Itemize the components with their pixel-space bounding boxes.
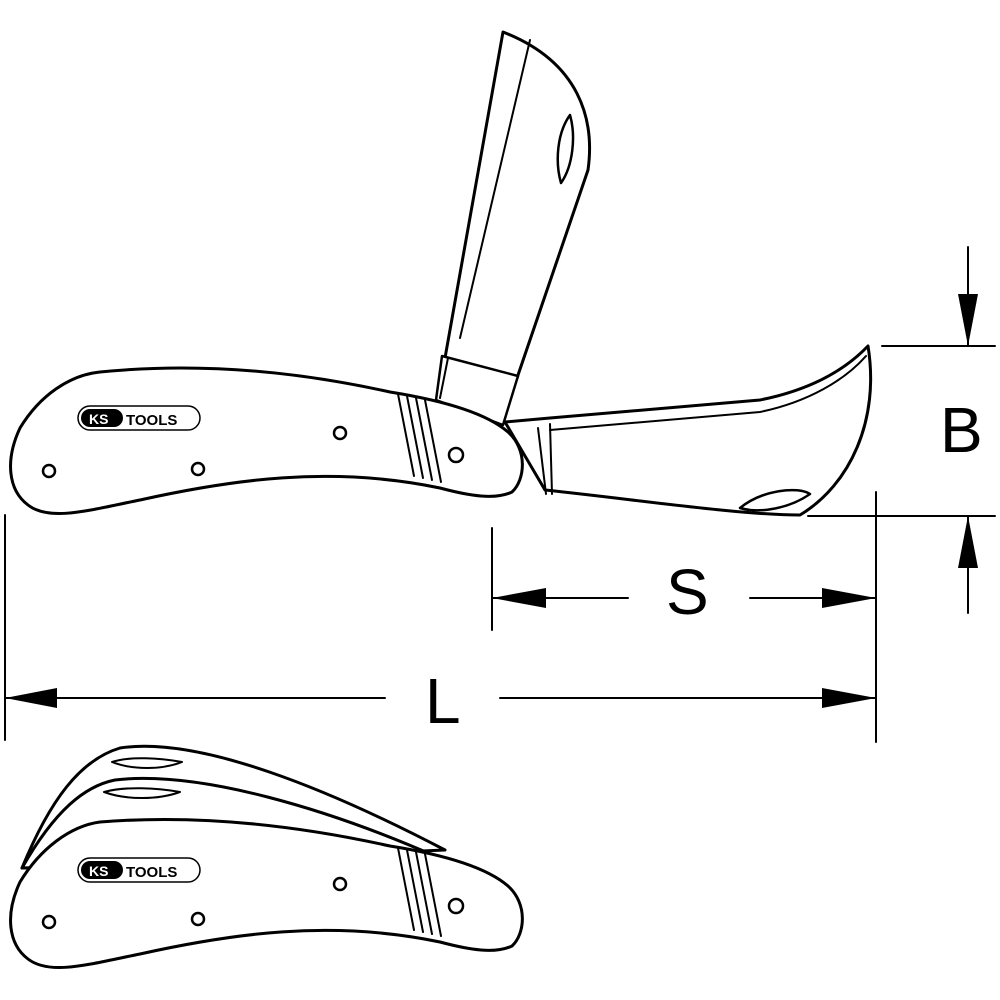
logo-tools-text: TOOLS [126, 412, 177, 429]
hawkbill-nail-nick [738, 488, 812, 512]
rivet [190, 461, 206, 477]
dimension-b-label: B [940, 394, 983, 466]
dimension-s-label: S [666, 556, 709, 628]
straight-blade-nail-nick [556, 113, 575, 185]
rivet [447, 897, 465, 915]
closed-knife: KS TOOLS [9, 744, 524, 970]
rivet [332, 876, 348, 892]
straight-blade-bolster [434, 354, 520, 427]
closed-nail-nick [111, 757, 183, 769]
open-knife-handle: KS TOOLS [9, 366, 524, 516]
logo-ks-text: KS [89, 863, 108, 879]
rivet [41, 914, 57, 930]
closed-knife-handle: KS TOOLS [9, 817, 524, 970]
ks-tools-logo: KS TOOLS [77, 405, 201, 431]
arrow-head [492, 588, 546, 608]
dimension-l: L [4, 491, 877, 743]
rivet [190, 911, 206, 927]
rivet [332, 425, 348, 441]
logo-tools-text: TOOLS [126, 864, 177, 881]
arrow-head [5, 688, 57, 708]
dimension-l-label: L [425, 665, 461, 737]
arrow-head [958, 516, 978, 568]
ks-tools-logo: KS TOOLS [77, 857, 201, 883]
arrow-head [958, 294, 978, 346]
dimension-b: B [807, 246, 996, 614]
arrow-head [822, 588, 876, 608]
logo-ks-text: KS [89, 411, 108, 427]
arrow-head [822, 688, 876, 708]
dimension-s: S [491, 527, 877, 631]
rivet [447, 446, 465, 464]
open-knife: KS TOOLS [9, 30, 873, 517]
straight-blade [434, 30, 592, 427]
closed-nail-nick [103, 787, 181, 799]
hawkbill-blade [503, 344, 873, 517]
rivet [41, 463, 57, 479]
